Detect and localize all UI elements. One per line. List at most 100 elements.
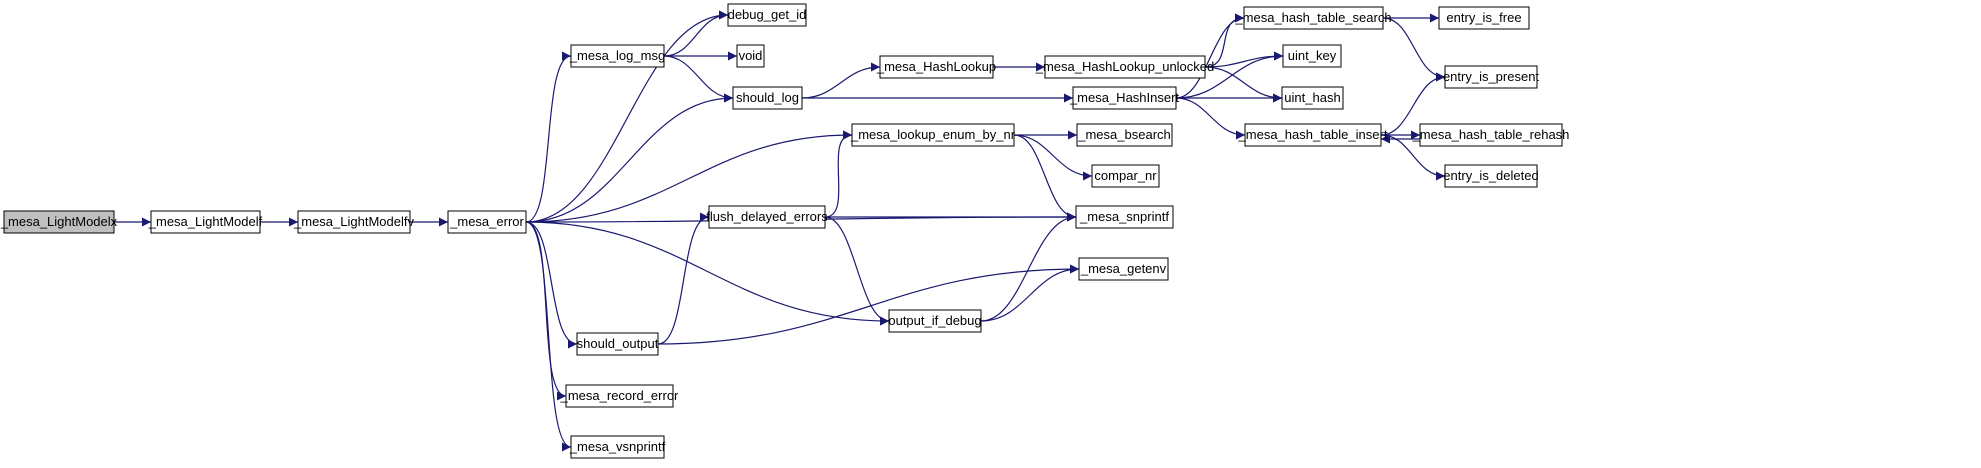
node-mesa_lookup_enum_by_nr[interactable]: _mesa_lookup_enum_by_nr [850, 123, 1016, 147]
node-box [1281, 86, 1344, 110]
edge-mesa_lookup_enum_by_nr-to-mesa_snprintf [1013, 134, 1077, 222]
node-mesa_log_msg[interactable]: _mesa_log_msg [569, 44, 665, 68]
edge-mesa_HashLookup_unlocked-to-uint_hash [1204, 66, 1283, 103]
node-box [879, 55, 994, 79]
edge-mesa_error-to-mesa_record_error [525, 221, 567, 401]
node-mesa_getenv[interactable]: _mesa_getenv [1078, 257, 1169, 281]
node-box [1444, 164, 1538, 188]
node-should_output[interactable]: should_output [576, 332, 659, 356]
node-label: should_log [736, 90, 799, 105]
node-label: _mesa_bsearch [1077, 127, 1171, 142]
node-label: _mesa_HashLookup_unlocked [1035, 59, 1215, 74]
node-box [565, 384, 674, 408]
node-flush_delayed_errors[interactable]: flush_delayed_errors [706, 205, 828, 229]
node-label: _mesa_hash_table_insert [1238, 127, 1388, 142]
node-box [888, 309, 982, 333]
node-label: debug_get_id [728, 7, 807, 22]
node-label: entry_is_free [1446, 10, 1521, 25]
node-box [1078, 257, 1169, 281]
node-mesa_LightModelf[interactable]: _mesa_LightModelf [148, 210, 263, 234]
node-entry_is_deleted[interactable]: entry_is_deleted [1443, 164, 1539, 188]
node-label: _mesa_lookup_enum_by_nr [850, 127, 1016, 142]
node-mesa_HashLookup[interactable]: _mesa_HashLookup [876, 55, 996, 79]
edge-mesa_error-to-should_output [525, 221, 578, 349]
edge-mesa_error-to-output_if_debug [525, 221, 890, 326]
node-box [1044, 55, 1206, 79]
edge-mesa_error-to-debug_get_id [525, 10, 729, 223]
node-mesa_hash_table_insert[interactable]: _mesa_hash_table_insert [1238, 123, 1388, 147]
node-box [570, 435, 665, 459]
node-box [708, 205, 826, 229]
node-mesa_vsnprintf[interactable]: _mesa_vsnprintf [569, 435, 666, 459]
node-label: uint_key [1288, 48, 1337, 63]
node-box [1282, 44, 1342, 68]
node-uint_hash[interactable]: uint_hash [1281, 86, 1344, 110]
node-box [1438, 6, 1530, 30]
node-label: output_if_debug [888, 313, 981, 328]
node-mesa_error[interactable]: _mesa_error [447, 210, 527, 234]
node-box [1444, 65, 1538, 89]
node-label: _mesa_vsnprintf [569, 439, 666, 454]
node-mesa_hash_table_search[interactable]: _mesa_hash_table_search [1234, 6, 1392, 30]
edge-mesa_HashInsert-to-uint_key [1175, 51, 1284, 99]
node-label: _mesa_hash_table_rehash [1412, 127, 1570, 142]
node-label: _mesa_LightModelfv [293, 214, 414, 229]
node-box [1243, 6, 1384, 30]
edge-flush_delayed_errors-to-output_if_debug [824, 216, 890, 326]
edge-mesa_hash_table_insert-to-entry_is_present [1380, 72, 1446, 136]
nodes-layer: _mesa_LightModelx _mesa_LightModelf _mesa_… [0, 3, 1570, 459]
node-box [150, 210, 261, 234]
node-box [736, 44, 765, 68]
node-label: _mesa_snprintf [1079, 209, 1169, 224]
node-mesa_LightModelfv[interactable]: _mesa_LightModelfv [293, 210, 414, 234]
node-box [1072, 86, 1177, 110]
node-mesa_bsearch[interactable]: _mesa_bsearch [1076, 123, 1173, 147]
node-label: _mesa_record_error [560, 388, 679, 403]
node-void[interactable]: void [736, 44, 765, 68]
node-mesa_LightModelx[interactable]: _mesa_LightModelx [0, 210, 118, 234]
node-box [1244, 123, 1382, 147]
edge-output_if_debug-to-mesa_getenv [980, 264, 1080, 322]
node-mesa_snprintf[interactable]: _mesa_snprintf [1075, 205, 1174, 229]
node-entry_is_present[interactable]: entry_is_present [1443, 65, 1539, 89]
edge-flush_delayed_errors-to-mesa_lookup_enum_by_nr [824, 130, 853, 218]
node-should_log[interactable]: should_log [732, 86, 803, 110]
edge-mesa_error-to-should_log [525, 93, 734, 223]
node-label: void [739, 48, 763, 63]
node-label: flush_delayed_errors [706, 209, 828, 224]
node-box [570, 44, 665, 68]
node-box [3, 210, 115, 234]
node-mesa_record_error[interactable]: _mesa_record_error [560, 384, 679, 408]
node-box [1076, 123, 1173, 147]
node-box [1419, 123, 1563, 147]
edge-mesa_error-to-mesa_log_msg [525, 51, 572, 223]
node-label: entry_is_deleted [1443, 168, 1538, 183]
edges-layer [114, 10, 1446, 452]
node-label: should_output [577, 336, 659, 351]
edge-mesa_HashInsert-to-mesa_hash_table_insert [1175, 97, 1246, 140]
node-debug_get_id[interactable]: debug_get_id [727, 3, 807, 27]
edge-mesa_lookup_enum_by_nr-to-compar_nr [1013, 134, 1093, 181]
node-label: _mesa_error [449, 214, 524, 229]
node-mesa_HashInsert[interactable]: _mesa_HashInsert [1069, 86, 1179, 110]
node-uint_key[interactable]: uint_key [1282, 44, 1342, 68]
node-entry_is_free[interactable]: entry_is_free [1438, 6, 1530, 30]
edge-should_output-to-flush_delayed_errors [657, 212, 710, 345]
edge-mesa_log_msg-to-debug_get_id [663, 10, 729, 57]
node-label: _mesa_HashLookup [876, 59, 996, 74]
node-label: compar_nr [1094, 168, 1157, 183]
edge-output_if_debug-to-mesa_snprintf [980, 212, 1077, 322]
node-box [727, 3, 807, 27]
node-mesa_hash_table_rehash[interactable]: _mesa_hash_table_rehash [1412, 123, 1570, 147]
node-box [1075, 205, 1174, 229]
edge-mesa_HashLookup_unlocked-to-uint_key [1204, 51, 1284, 68]
node-box [1091, 164, 1160, 188]
edge-mesa_hash_table_search-to-entry_is_present [1382, 17, 1446, 82]
node-mesa_HashLookup_unlocked[interactable]: _mesa_HashLookup_unlocked [1035, 55, 1215, 79]
node-box [851, 123, 1015, 147]
node-compar_nr[interactable]: compar_nr [1091, 164, 1160, 188]
node-label: entry_is_present [1443, 69, 1539, 84]
edge-mesa_error-to-mesa_vsnprintf [525, 221, 572, 452]
node-output_if_debug[interactable]: output_if_debug [888, 309, 982, 333]
